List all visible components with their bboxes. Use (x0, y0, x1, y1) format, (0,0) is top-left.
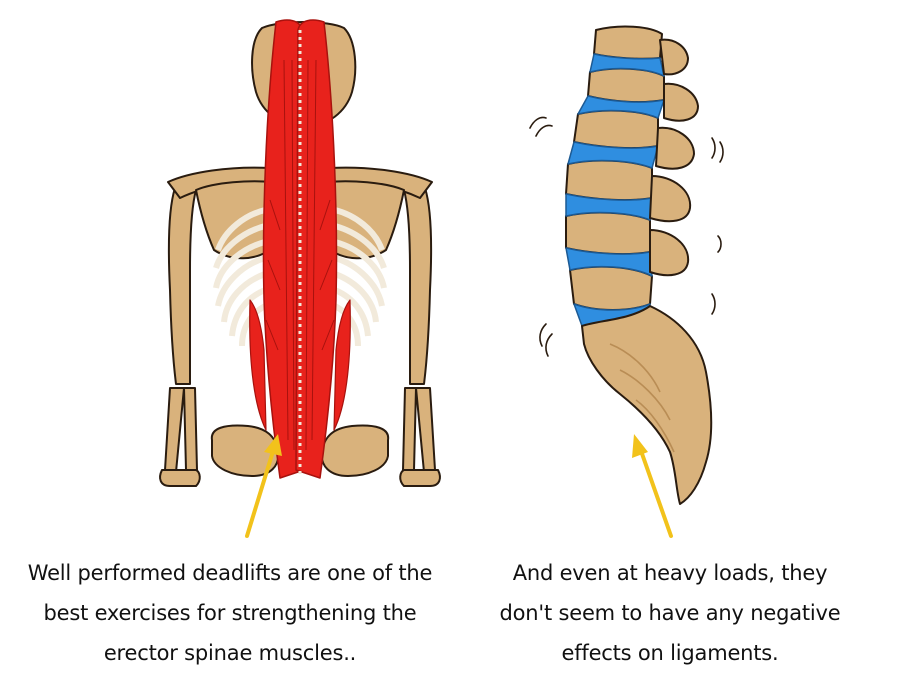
caption-right-line-3: effects on ligaments. (561, 641, 779, 665)
rib-cage (213, 207, 387, 347)
caption-left-line-1: Well performed deadlifts are one of the (27, 561, 433, 585)
sacrum (581, 305, 713, 505)
caption-right: And even at heavy loads, they don't seem… (470, 553, 870, 673)
spinous-processes (649, 38, 699, 277)
back-skeleton-illustration (159, 19, 441, 487)
left-scapula (167, 166, 273, 260)
arrow-up-icon (632, 434, 673, 538)
lumbar-spine-illustration (565, 25, 713, 505)
arrow-up-icon (245, 434, 282, 538)
caption-left-line-3: erector spinae muscles.. (103, 641, 357, 665)
right-arm (399, 187, 441, 487)
caption-right-line-2: don't seem to have any negative (499, 601, 841, 625)
intervertebral-discs (565, 53, 665, 327)
erector-spinae-muscles (249, 19, 351, 479)
caption-left-line-2: best exercises for strengthening the (43, 601, 417, 625)
caption-left: Well performed deadlifts are one of the … (20, 553, 440, 673)
caption-right-line-1: And even at heavy loads, they (512, 561, 828, 585)
left-arm (159, 187, 201, 487)
motion-line-icon (529, 116, 724, 357)
